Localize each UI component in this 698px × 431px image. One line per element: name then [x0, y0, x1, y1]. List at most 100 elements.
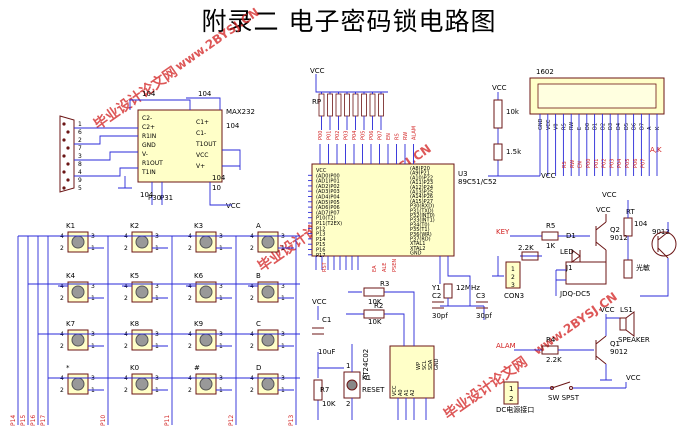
key-pin: 2 — [124, 245, 128, 252]
crystal-oscillator: Y1 12MHz C2 30pf C3 30pf — [431, 256, 492, 320]
mcu-pin-label: XTAL2 — [410, 246, 425, 252]
key-pin: 4 — [250, 331, 254, 338]
key-pin: 3 — [281, 283, 285, 290]
svg-text:Y1: Y1 — [431, 284, 441, 292]
svg-text:1: 1 — [346, 362, 350, 370]
lcd-bus-label: P06 — [633, 159, 639, 168]
key-button — [199, 333, 213, 347]
mcu-pin-label: (AD6)P06 — [316, 205, 340, 211]
key-pin: 1 — [155, 387, 159, 394]
key-button — [135, 333, 149, 347]
svg-text:9012: 9012 — [610, 234, 628, 242]
svg-text:R2: R2 — [374, 302, 383, 310]
mcu-pin-label: P13 — [316, 232, 325, 238]
mcu-pin-label: P16 — [316, 248, 325, 254]
svg-text:VCC: VCC — [600, 306, 615, 314]
key-label: K3 — [194, 222, 203, 230]
key-label: K4 — [66, 272, 76, 280]
key-pin: 1 — [91, 343, 95, 350]
mcu-pin-label: P34(T0) — [410, 222, 430, 228]
svg-text:J1: J1 — [565, 264, 573, 272]
key-pin: 4 — [124, 331, 128, 338]
svg-text:VCC: VCC — [226, 202, 241, 210]
key-pin: 2 — [124, 343, 128, 350]
key-pin: 4 — [250, 283, 254, 290]
mcu-pin-label: (AD1)P01 — [316, 179, 340, 185]
lcd-ctrl-label: RS — [562, 161, 568, 168]
svg-text:2: 2 — [346, 400, 350, 408]
key-pin: 2 — [188, 295, 192, 302]
svg-text:30pf: 30pf — [432, 312, 448, 320]
svg-text:1: 1 — [509, 385, 513, 393]
mcu-top-label: P02 — [335, 131, 341, 140]
svg-text:A,K: A,K — [650, 146, 662, 154]
mcu-pin-label: P33(INT1) — [410, 218, 435, 224]
key-pin: 1 — [91, 295, 95, 302]
key-button — [71, 377, 85, 391]
key-label: K2 — [130, 222, 139, 230]
mcu-pin-label: P37(RD) — [410, 237, 431, 243]
key-pin: 3 — [155, 331, 159, 338]
key-wire — [248, 285, 294, 299]
key-pin: 1 — [219, 295, 223, 302]
svg-text:ALAM: ALAM — [496, 342, 516, 350]
mcu-bottom-label: PSEN — [392, 259, 398, 272]
svg-text:10K: 10K — [322, 400, 336, 408]
max232-pin-label: T1IN — [141, 169, 156, 176]
key-pin: 3 — [281, 331, 285, 338]
max232-pin-label: R1IN — [142, 133, 156, 140]
rp-resistor — [361, 93, 367, 117]
svg-text:LS1: LS1 — [620, 306, 633, 314]
db9-pin — [62, 154, 66, 158]
db9-pin-label: 7 — [78, 145, 82, 152]
mcu-top-label: P03 — [344, 131, 350, 140]
key-pin: 3 — [281, 375, 285, 382]
key-label: C — [256, 320, 261, 328]
svg-text:VCC: VCC — [596, 206, 611, 214]
svg-text:1K: 1K — [546, 242, 555, 250]
svg-text:1602: 1602 — [536, 68, 554, 76]
key-pin: 1 — [219, 387, 223, 394]
svg-text:VCC: VCC — [310, 67, 325, 75]
lcd-bus-label: P00 — [586, 159, 592, 168]
key-pin: 3 — [155, 375, 159, 382]
svg-text:104: 104 — [634, 220, 648, 228]
keypad-matrix: K14231K24231K34231A4231K44231K54231K6423… — [10, 222, 300, 426]
key-wire — [186, 285, 232, 299]
svg-text:2.2K: 2.2K — [518, 244, 534, 252]
mcu-pin-label: P35(T1) — [410, 227, 430, 233]
key-label: # — [194, 364, 200, 372]
max232-pin-label: C1+ — [196, 119, 209, 126]
rp-resistor — [369, 93, 376, 117]
key-pin: 1 — [155, 295, 159, 302]
mcu-89c51: U3 89C51/C52 VCC RP VCC(AD0)P00(AD1)P01(… — [308, 67, 497, 272]
mcu-pin-label: P30(RXD) — [410, 204, 434, 210]
key-label: K0 — [130, 364, 139, 372]
port-label: P14 — [10, 415, 17, 426]
svg-text:D1: D1 — [566, 232, 576, 240]
mcu-pin-label: P32(INT0) — [410, 213, 435, 219]
lcd-pin-label: D2 — [600, 123, 606, 130]
key-pin: 2 — [60, 245, 64, 252]
key-label: K1 — [66, 222, 75, 230]
svg-text:RT: RT — [626, 208, 635, 216]
